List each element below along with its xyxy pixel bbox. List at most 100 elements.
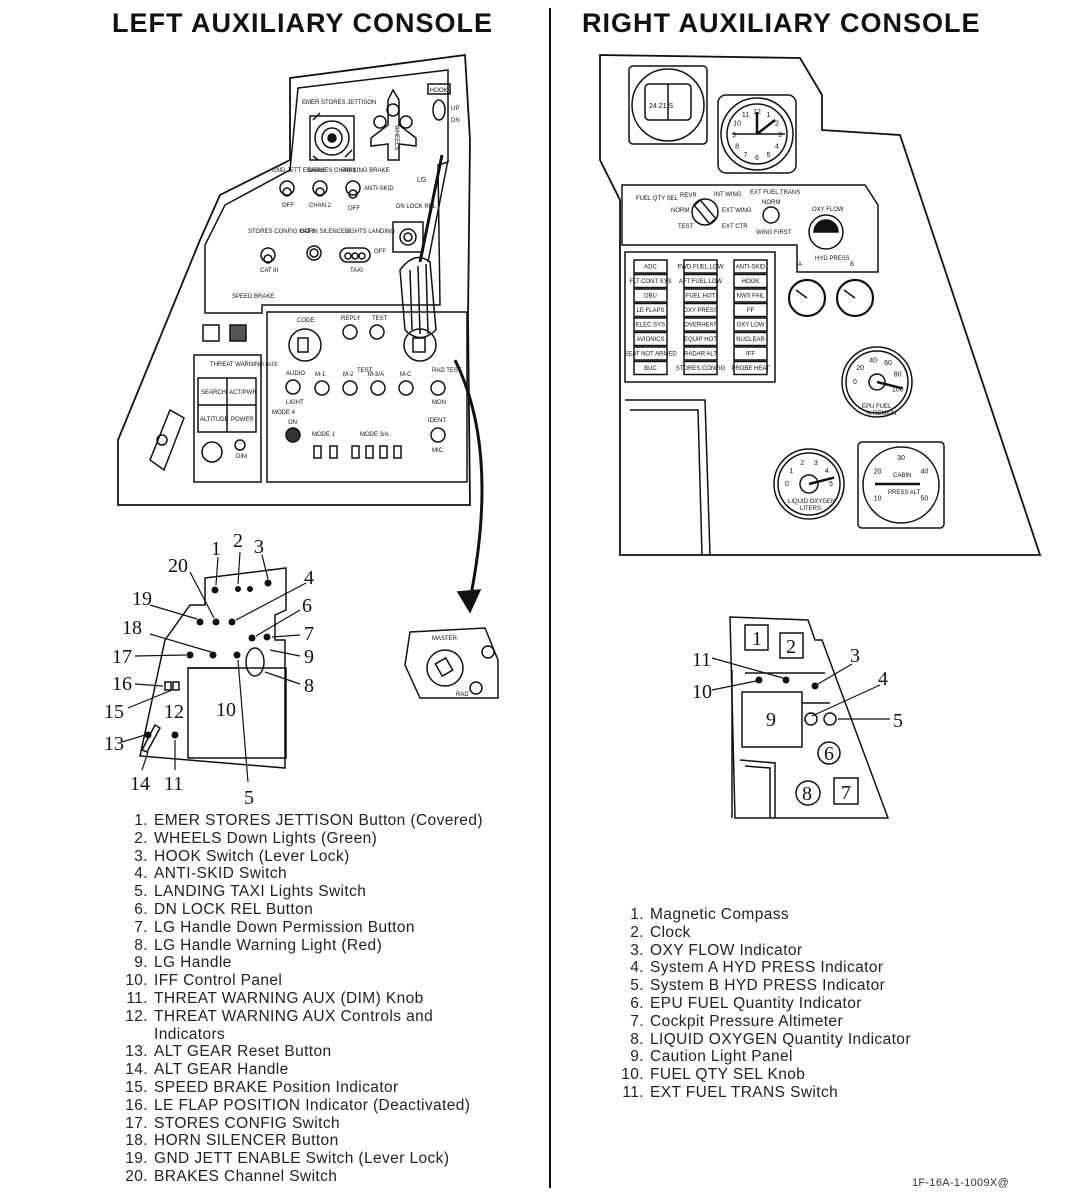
- svg-text:TEST: TEST: [372, 316, 388, 322]
- legend-text: EXT FUEL TRANS Switch: [650, 1083, 839, 1101]
- caution-light-label: NUCLEAR: [736, 337, 765, 343]
- svg-text:OFF: OFF: [374, 249, 386, 255]
- left-callout-15: 15: [104, 701, 124, 723]
- legend-text: System B HYD PRESS Indicator: [650, 977, 886, 995]
- legend-number: 8.: [134, 936, 148, 954]
- left-callout-10: 10: [216, 699, 236, 721]
- legend-number: 5.: [134, 883, 148, 901]
- legend-item: 2.Clock: [608, 924, 911, 942]
- dial-scale-label: 40: [920, 469, 928, 476]
- legend-text: Magnetic Compass: [650, 906, 790, 923]
- caution-light: [633, 317, 668, 332]
- caution-light-label: SEAT NOT ARMED: [624, 352, 677, 358]
- svg-text:TEST: TEST: [357, 368, 373, 374]
- left-callout-20: 20: [168, 555, 188, 577]
- legend-number: 11.: [622, 1083, 644, 1101]
- left-callout-5: 5: [244, 787, 254, 809]
- caution-light: [633, 259, 668, 274]
- left-callout-12: 12: [164, 701, 184, 723]
- right-console-title: RIGHT AUXILIARY CONSOLE: [582, 8, 981, 38]
- legend-item: 4.ANTI-SKID Switch: [112, 865, 484, 883]
- caution-light-label: FF: [747, 308, 755, 314]
- svg-text:REVR: REVR: [680, 193, 697, 199]
- legend-number: 18.: [125, 1132, 148, 1150]
- dial-scale-label: 10: [874, 496, 882, 503]
- dial-scale-label: 20: [856, 365, 864, 372]
- stores-config-switch: STORES CONFIG CAT I CAT III: [248, 229, 314, 274]
- clock-numeral: 2: [775, 121, 779, 128]
- caution-light: [733, 360, 768, 376]
- caution-light: [683, 302, 718, 318]
- left-callout-14: 14: [130, 773, 150, 795]
- left-legend: 1.EMER STORES JETTISON Button (Covered)2…: [112, 812, 484, 1186]
- oxy-flow-indicator: OXY FLOW HYD PRESS A B: [798, 207, 854, 268]
- svg-text:CODE: CODE: [297, 318, 314, 324]
- svg-text:PARKING BRAKE: PARKING BRAKE: [341, 168, 390, 174]
- legend-item: 10.IFF Control Panel: [112, 972, 484, 990]
- svg-text:STORES CONFIG CAT I: STORES CONFIG CAT I: [248, 229, 314, 235]
- legend-item: 8.LIQUID OXYGEN Quantity Indicator: [608, 1031, 911, 1049]
- svg-text:TEST: TEST: [678, 224, 694, 230]
- svg-text:DN LOCK REL: DN LOCK REL: [396, 204, 437, 210]
- caution-light: [683, 360, 718, 376]
- left-callout-8: 8: [304, 675, 314, 697]
- svg-text:FUEL QTY SEL: FUEL QTY SEL: [636, 196, 679, 202]
- legend-item: 14.ALT GEAR Handle: [112, 1061, 484, 1079]
- legend-text: LE FLAP POSITION Indicator (Deactivated): [154, 1096, 471, 1114]
- legend-number: 13.: [125, 1043, 148, 1061]
- fuel-qty-sel-knob: FUEL QTY SEL REVR INT WING NORM EXT WING…: [636, 192, 752, 230]
- clock-numeral: 4: [775, 144, 779, 151]
- legend-item: 3.HOOK Switch (Lever Lock): [112, 848, 484, 866]
- landing-taxi-lights-switch: LIGHTS LANDING OFF TAXI: [339, 229, 395, 274]
- fuel-oxy-panel: FUEL QTY SEL REVR INT WING NORM EXT WING…: [621, 184, 879, 273]
- legend-number: 14.: [125, 1061, 148, 1079]
- svg-text:MON: MON: [432, 400, 446, 406]
- legend-text: DN LOCK REL Button: [154, 900, 314, 918]
- gnd-jett-enable-switch: GND JETT ENABLE OFF: [272, 168, 327, 209]
- legend-number: 15.: [125, 1078, 148, 1096]
- svg-text:IDENT: IDENT: [428, 418, 446, 424]
- legend-number: 10.: [125, 972, 148, 990]
- legend-item: 15.SPEED BRAKE Position Indicator: [112, 1079, 484, 1097]
- svg-text:BRAKES CHAN 1: BRAKES CHAN 1: [308, 168, 357, 174]
- center-divider: [549, 8, 551, 1188]
- svg-text:CAT III: CAT III: [260, 268, 278, 274]
- legend-text: ANTI-SKID Switch: [154, 865, 288, 883]
- legend-text: HORN SILENCER Button: [154, 1132, 339, 1150]
- svg-text:NORM: NORM: [671, 208, 689, 214]
- figure-id: 1F-16A-1-1009X@: [912, 1177, 1009, 1189]
- legend-number: 7.: [134, 918, 148, 936]
- svg-text:B: B: [850, 262, 854, 268]
- legend-item: 8. LG Handle Warning Light (Red): [112, 937, 484, 955]
- caution-light: [633, 302, 668, 318]
- svg-text:RAD: RAD: [456, 692, 469, 698]
- threat-warning-aux-panel: THREAT WARNING AUX SEARCH ACT/PWR ALTITU…: [193, 354, 278, 483]
- svg-text:OFF: OFF: [282, 203, 294, 209]
- legend-text: ALT GEAR Reset Button: [154, 1043, 332, 1061]
- legend-text: LG Handle Down Permission Button: [154, 918, 415, 936]
- caution-light: [733, 346, 768, 361]
- svg-text:MIC: MIC: [432, 448, 444, 454]
- svg-text:ON: ON: [288, 420, 297, 426]
- caution-light: [683, 346, 718, 361]
- caution-light-label: RADAR ALT: [684, 352, 717, 358]
- legend-item: 18. HORN SILENCER Button: [112, 1132, 484, 1150]
- detail-arrow: [453, 359, 484, 601]
- svg-text:CHAN 2: CHAN 2: [309, 203, 332, 209]
- svg-text:LIGHTS LANDING: LIGHTS LANDING: [345, 229, 395, 235]
- legend-number: 2.: [630, 923, 644, 941]
- svg-text:M-C: M-C: [400, 372, 412, 378]
- legend-text: LG Handle Warning Light (Red): [154, 936, 383, 954]
- caution-light-label: BUC: [644, 366, 657, 372]
- dial-scale-label: 20: [874, 469, 882, 476]
- legend-item: 5.System B HYD PRESS Indicator: [608, 977, 911, 995]
- caution-light-label: STORES CONFIG: [676, 366, 726, 372]
- svg-text:HOOK: HOOK: [430, 88, 448, 94]
- legend-number: 7.: [630, 1012, 644, 1030]
- alt-gear-handle: [149, 408, 185, 472]
- speed-brake-indicator: [229, 324, 247, 342]
- left-callout-7: 7: [304, 623, 314, 645]
- svg-text:ACT/PWR: ACT/PWR: [229, 390, 257, 396]
- right-callout-9: 9: [766, 709, 776, 731]
